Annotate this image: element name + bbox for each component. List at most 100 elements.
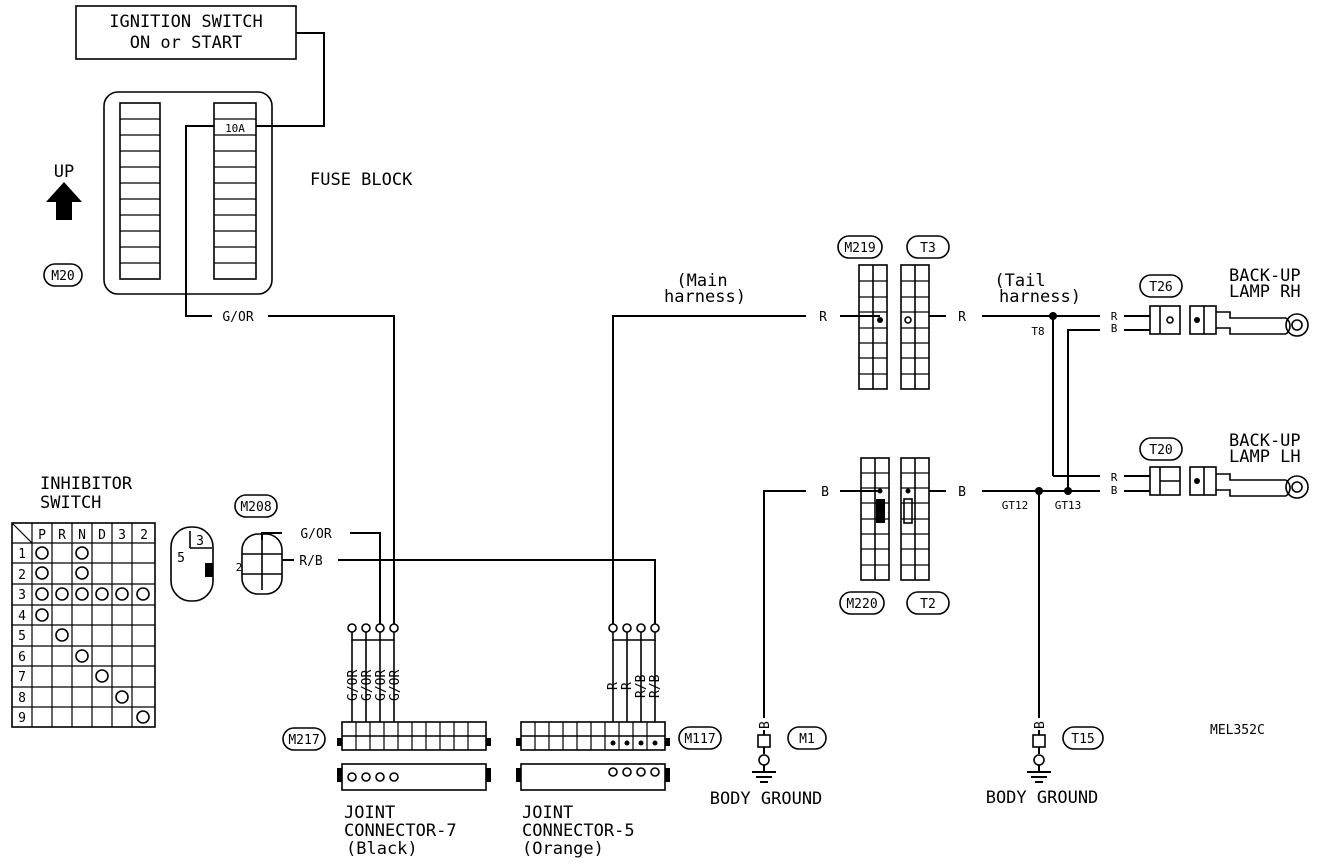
jc7-wire-label-3: G/OR — [374, 670, 389, 701]
connector-badge-t2: T2 — [906, 591, 950, 615]
connector-m208: 2 — [236, 533, 283, 595]
tail-harness-label-2: harness) — [999, 287, 1081, 307]
up-arrow-label: UP — [54, 162, 74, 182]
wire-m208-g-or-down — [350, 532, 381, 624]
tail-harness-label-1: (Tail — [994, 271, 1045, 291]
row-header-7: 7 — [18, 670, 26, 685]
body-ground-label-left: BODY GROUND — [710, 789, 823, 809]
m1-wire-label: B — [758, 721, 773, 729]
continuity-markers — [35, 546, 150, 724]
lh-wire-label-r: R — [1111, 471, 1118, 484]
inhibitor-pin-3: 3 — [196, 534, 204, 549]
joint-label-t8: T8 — [1031, 325, 1044, 338]
connector-t3 — [900, 264, 930, 390]
joint-connector-5-label-1: JOINT — [522, 803, 573, 823]
joint-connector-5-taps — [608, 623, 660, 722]
ignition-switch-label-2: ON or START — [130, 33, 243, 53]
inhibitor-pin-5: 5 — [177, 551, 185, 566]
row-header-2: 2 — [18, 568, 26, 583]
fuse-block: 10A — [103, 91, 273, 295]
svg-text:T15: T15 — [1071, 732, 1094, 747]
connector-badge-m1: M1 — [787, 726, 827, 750]
connector-badge-m220: M220 — [839, 591, 885, 615]
joint-connector-7-body — [337, 721, 491, 791]
row-header-3: 3 — [18, 588, 26, 603]
jc5-wire-label-1: R — [606, 682, 621, 690]
row-header-8: 8 — [18, 691, 26, 706]
inhibitor-switch-title-2: SWITCH — [40, 493, 101, 513]
connector-t26 — [1149, 305, 1217, 335]
wire-g-or-main — [185, 125, 214, 317]
jc5-wire-label-3: R/B — [634, 674, 649, 698]
col-header-d: D — [98, 528, 106, 543]
joint-connector-7-label-3: (Black) — [346, 839, 418, 859]
fuse-rating: 10A — [225, 122, 245, 135]
lamp-lh-label-2: LAMP LH — [1229, 447, 1301, 467]
lamp-lh-icon — [1216, 473, 1309, 499]
wire-label-r-2: R — [958, 310, 966, 325]
svg-text:T2: T2 — [920, 597, 936, 612]
wire-label-g-or-1: G/OR — [222, 310, 253, 325]
connector-badge-m20: M20 — [43, 263, 83, 287]
wire-label-r-b-1: R/B — [299, 554, 323, 569]
lamp-lh-label-1: BACK-UP — [1229, 431, 1301, 451]
col-header-r: R — [58, 528, 66, 543]
jc5-wire-label-4: R/B — [648, 674, 663, 698]
connector-badge-t20: T20 — [1139, 437, 1183, 461]
joint-connector-5-body — [516, 721, 670, 791]
wire-g-or-down — [268, 315, 395, 624]
ground-icon-m1 — [752, 730, 776, 783]
svg-text:T3: T3 — [920, 241, 936, 256]
connector-badge-t3: T3 — [906, 235, 950, 259]
svg-text:M208: M208 — [240, 500, 271, 515]
wire-label-r-1: R — [819, 310, 827, 325]
jc5-wire-label-2: R — [620, 682, 635, 690]
joint-connector-5-label-2: CONNECTOR-5 — [522, 821, 635, 841]
inhibitor-switch-title-1: INHIBITOR — [40, 474, 133, 494]
lamp-rh-label-2: LAMP RH — [1229, 282, 1301, 302]
row-header-1: 1 — [18, 547, 26, 562]
ground-icon-t15 — [1027, 730, 1051, 783]
connector-t20 — [1149, 466, 1217, 496]
svg-text:M220: M220 — [846, 597, 877, 612]
rh-wire-label-r: R — [1111, 310, 1118, 323]
joint-connector-7-label-2: CONNECTOR-7 — [344, 821, 457, 841]
joint-connector-7-taps — [347, 623, 399, 722]
m208-pin-2: 2 — [236, 561, 243, 574]
connector-badge-m208: M208 — [234, 494, 278, 518]
t15-wire-label: B — [1033, 721, 1048, 729]
svg-text:M20: M20 — [51, 269, 74, 284]
ignition-switch-label-1: IGNITION SWITCH — [109, 12, 263, 32]
svg-text:T20: T20 — [1149, 443, 1172, 458]
jc7-wire-label-4: G/OR — [388, 670, 403, 701]
wire-m208-g-or — [261, 532, 282, 540]
connector-badge-m219: M219 — [837, 235, 883, 259]
joint-label-gt13: GT13 — [1055, 499, 1082, 512]
wire-label-b-2: B — [958, 485, 966, 500]
wire-label-b-1: B — [821, 485, 829, 500]
wire-r-b-main — [338, 559, 656, 624]
up-arrow-icon: UP — [46, 162, 82, 220]
jc7-wire-label-1: G/OR — [346, 670, 361, 701]
lh-wire-label-b: B — [1111, 484, 1118, 497]
wire-b-to-m1 — [763, 490, 806, 718]
col-header-2: 2 — [140, 528, 148, 543]
col-header-p: P — [38, 528, 46, 543]
connector-badge-t15: T15 — [1062, 726, 1104, 750]
inhibitor-connector: 3 5 — [170, 526, 214, 602]
lamp-rh-icon — [1216, 311, 1309, 337]
connector-m219 — [858, 264, 888, 390]
wire-r-main-harness — [612, 315, 806, 624]
reference-code: MEL352C — [1210, 723, 1265, 738]
rh-wire-label-b: B — [1111, 322, 1118, 335]
joint-label-gt12: GT12 — [1002, 499, 1029, 512]
col-header-n: N — [78, 528, 86, 543]
row-header-4: 4 — [18, 609, 26, 624]
svg-text:M217: M217 — [288, 733, 319, 748]
row-header-5: 5 — [18, 629, 26, 644]
svg-text:M219: M219 — [844, 241, 875, 256]
connector-badge-t26: T26 — [1139, 274, 1183, 298]
fuse-block-label: FUSE BLOCK — [310, 170, 413, 190]
row-header-9: 9 — [18, 711, 26, 726]
